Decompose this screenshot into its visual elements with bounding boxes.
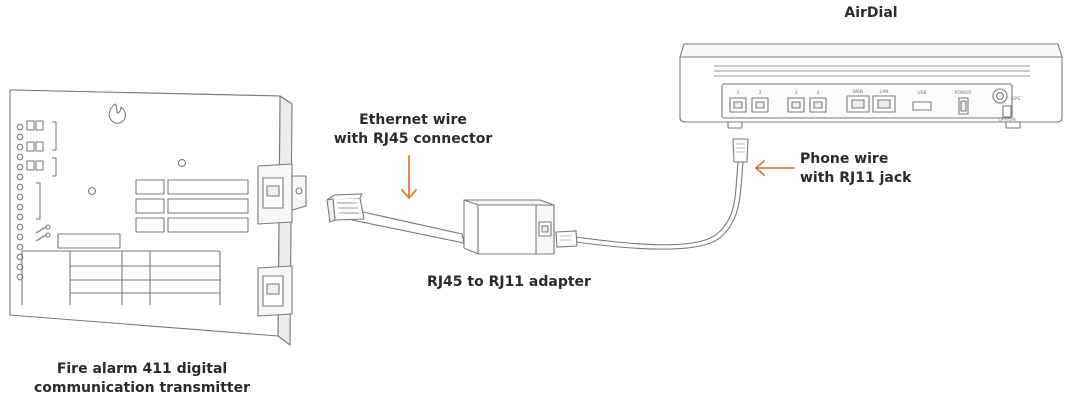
gps-label: GPS: [1011, 96, 1020, 102]
transmitter-line1: Fire alarm 411 digital: [56, 361, 228, 377]
port-1-label: 1: [737, 90, 740, 96]
router-port-labels: 1 2 3 4 WAN LAN USB POWER GPS OFF/ON: [737, 89, 1021, 123]
airdial-label: AirDial: [844, 5, 898, 21]
usb-label: USB: [917, 90, 926, 96]
phone-arrow-icon: [755, 160, 795, 176]
lan-label: LAN: [879, 89, 888, 95]
transmitter-line2: communication transmitter: [33, 380, 251, 396]
ethernet-cable: [326, 193, 465, 244]
ethernet-wire-line2: with RJ45 connector: [333, 131, 493, 147]
phone-cable: [555, 138, 749, 250]
port-3-label: 3: [795, 90, 798, 96]
port-4-label: 4: [817, 90, 820, 96]
phone-wire-line2: with RJ11 jack: [800, 170, 912, 186]
rj11-plug-adapter: [555, 230, 578, 248]
ethernet-arrow-icon: [401, 155, 417, 199]
flame-icon: [108, 103, 126, 124]
fire-alarm-transmitter: [9, 89, 307, 346]
power-label: POWER: [955, 90, 972, 96]
phone-wire-label: Phone wire with RJ11 jack: [800, 150, 920, 188]
adapter-label: RJ45 to RJ11 adapter: [427, 274, 591, 290]
ethernet-wire-label: Ethernet wire with RJ45 connector: [323, 111, 503, 149]
rj11-plug-router: [732, 138, 749, 163]
airdial-router: [679, 43, 1063, 129]
switch-label: OFF/ON: [998, 117, 1015, 123]
ethernet-wire-line1: Ethernet wire: [359, 112, 467, 128]
phone-wire-line1: Phone wire: [800, 151, 889, 167]
rj45-plug: [326, 193, 365, 223]
transmitter-label: Fire alarm 411 digital communication tra…: [22, 360, 262, 398]
port-2-label: 2: [759, 90, 762, 96]
wan-label: WAN: [853, 89, 864, 95]
rj45-rj11-adapter: [463, 199, 555, 255]
